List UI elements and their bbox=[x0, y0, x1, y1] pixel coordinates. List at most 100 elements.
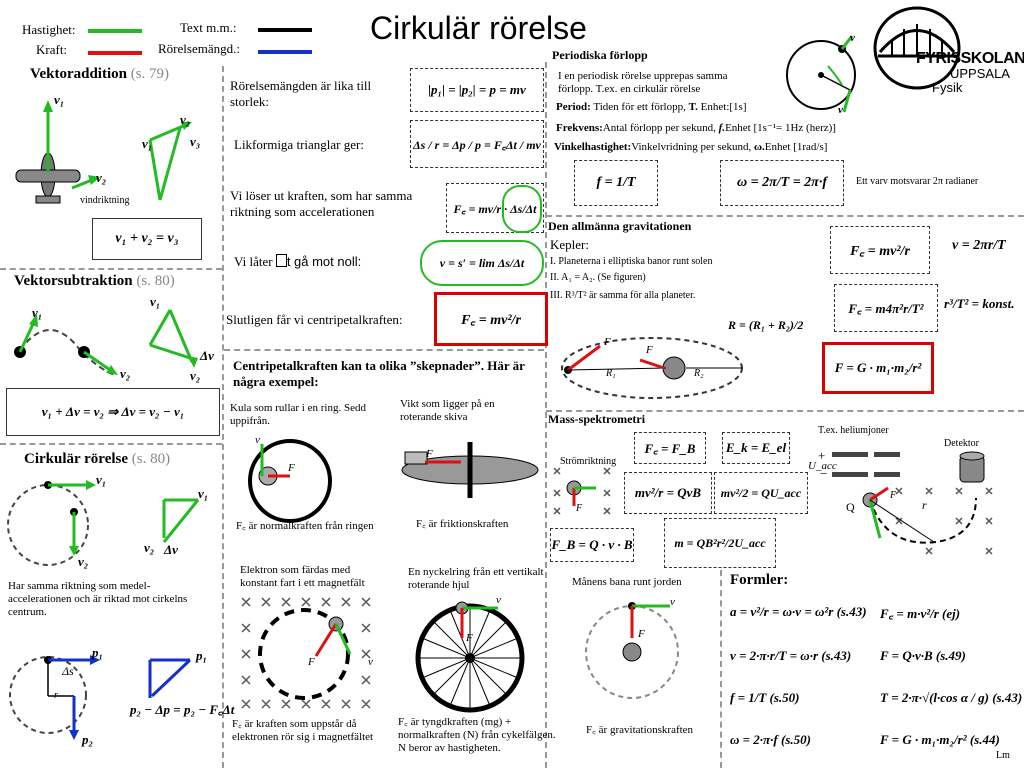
magnetic-field-figure bbox=[241, 597, 371, 709]
ex1-caption: F꜀ är normalkraften från ringen bbox=[236, 520, 374, 532]
final-text: Slutligen får vi centripetalkraften: bbox=[226, 312, 403, 327]
formula-item: v = 2·π·r/T = ω·r (s.43) bbox=[730, 648, 852, 663]
divider bbox=[222, 66, 224, 768]
ex3-v-label: v bbox=[368, 656, 373, 668]
v2-label: v₂ bbox=[190, 368, 201, 383]
spectrometer-figure bbox=[832, 451, 993, 555]
divider bbox=[546, 215, 1024, 217]
cirkular-figure bbox=[7, 480, 200, 740]
p1-label: p₁ bbox=[196, 648, 208, 663]
triangles-formula: Δs / r = Δp / p = F꜀Δt / mv bbox=[410, 120, 544, 168]
kepler-law3: III. R³/T² är samma för alla planeter. bbox=[550, 290, 696, 301]
v2-label: v₂ bbox=[144, 540, 155, 555]
gravitation-title: Den allmänna gravitationen bbox=[548, 219, 692, 233]
grav-f1: F꜀ = mv²/r bbox=[830, 226, 930, 274]
vektorsubtraktion-title: Vektorsubtraktion (s. 80) bbox=[14, 273, 175, 289]
formula-item: ω = 2·π·f (s.50) bbox=[730, 732, 811, 747]
v1-label: v₁ bbox=[198, 486, 209, 501]
legend-force-line bbox=[88, 51, 142, 55]
freq-row: Frekvens:Antal förlopp per sekund, f.Enh… bbox=[556, 122, 836, 134]
divider bbox=[720, 570, 722, 768]
formler-title: Formler: bbox=[730, 572, 789, 588]
r-label: r bbox=[922, 498, 927, 512]
formula-item: f = 1/T (s.50) bbox=[730, 690, 800, 705]
vektorsubtraktion-equation: v₁ + Δv = v₂ ⇒ Δv = v₂ − v₁ bbox=[6, 388, 220, 436]
current-figure bbox=[553, 467, 611, 515]
kepler-law1: I. Planeterna i elliptiska banor runt so… bbox=[550, 256, 713, 267]
mass-eq1: F꜀ = F_B bbox=[634, 432, 706, 464]
delta-symbol-box bbox=[275, 254, 287, 267]
legend-force-label: Kraft: bbox=[36, 42, 68, 57]
v1-label: v₁ bbox=[54, 92, 65, 107]
solve-text: Vi löser ut kraften, som har samma riktn… bbox=[230, 188, 413, 219]
v1-label: v₁ bbox=[32, 305, 43, 320]
current-label: Strömriktning bbox=[560, 456, 617, 467]
wheel-figure bbox=[415, 601, 525, 713]
vektorsubtraktion-figure bbox=[14, 309, 198, 376]
ex5-title: Månens bana runt jorden bbox=[572, 576, 682, 588]
ellipse-f-label: F bbox=[646, 344, 653, 356]
r2-label: R₂ bbox=[694, 368, 704, 379]
p1-label: p₁ bbox=[92, 645, 104, 660]
legend-speed-line bbox=[88, 29, 142, 33]
ex2-caption: F꜀ är friktionskraften bbox=[416, 518, 509, 530]
detector-label: Detektor bbox=[944, 438, 979, 449]
logo-line2: UPPSALA bbox=[950, 66, 1010, 81]
divider bbox=[545, 62, 547, 768]
vektoraddition-figure bbox=[15, 100, 192, 204]
ex2-f-label: F bbox=[426, 448, 433, 460]
ex5-v-label: v bbox=[670, 596, 675, 608]
formula-item: F = Q·v·B (s.49) bbox=[880, 648, 966, 663]
grav-k1: v = 2πr/T bbox=[952, 238, 1006, 253]
let-text: Vi låter t gå mot noll: bbox=[234, 254, 362, 269]
ex4-caption: F꜀ är tyngdkraften (mg) + normalkraften … bbox=[398, 716, 556, 754]
legend-text-label: Text m.m.: bbox=[180, 20, 237, 35]
v2-label: v₂ bbox=[78, 554, 89, 569]
periodiska-title: Periodiska förlopp bbox=[552, 48, 648, 62]
divider bbox=[224, 349, 544, 351]
r-formula: R = (R₁ + R₂)/2 bbox=[728, 318, 804, 332]
formula-item: F꜀ = m·v²/r (ej) bbox=[880, 606, 961, 621]
mass-eq3: F_B = Q · v · B bbox=[550, 528, 634, 562]
legend-speed-label: Hastighet: bbox=[22, 22, 76, 37]
ex1-title: Kula som rullar i en ring. Sedd uppifrån… bbox=[230, 402, 366, 427]
logo-line1: FYRISSKOLAN bbox=[916, 50, 1024, 67]
u-acc-label: U_acc bbox=[808, 460, 837, 472]
divider bbox=[0, 268, 222, 270]
legend-momentum-label: Rörelsemängd.: bbox=[158, 41, 240, 56]
grav-f2: F꜀ = m4π²r/T² bbox=[834, 284, 938, 332]
mass-eq4: E_k = E_el bbox=[722, 432, 790, 464]
r1-label: R₁ bbox=[606, 368, 616, 379]
turn-text: Ett varv motsvarar 2π radianer bbox=[856, 176, 979, 187]
ellipse-f-label: F bbox=[604, 336, 611, 348]
page-title: Cirkulär rörelse bbox=[370, 10, 587, 46]
ring-ball-figure bbox=[248, 439, 332, 523]
v2-label: v₂ bbox=[96, 170, 107, 185]
triangles-text: Likformiga trianglar ger: bbox=[234, 137, 364, 152]
f-formula: f = 1/T bbox=[574, 160, 658, 206]
ex3-f-label: F bbox=[308, 656, 315, 668]
periodic-v-label: v bbox=[838, 104, 843, 116]
ex3-caption: F꜀ är kraften som uppstår då elektronen … bbox=[232, 718, 374, 743]
v3-label: v₃ bbox=[190, 134, 201, 149]
v2-label: v₂ bbox=[120, 366, 131, 381]
ex4-title: En nyckelring från ett vertikalt roteran… bbox=[408, 566, 544, 591]
periodic-figure bbox=[786, 35, 856, 113]
bridge-emblem-icon bbox=[873, 6, 961, 90]
r-label: r bbox=[54, 690, 58, 701]
skepnader-title: Centripetalkraften kan ta olika ”skepnad… bbox=[233, 358, 525, 389]
mass-example-label: T.ex. heliumjoner bbox=[818, 425, 889, 436]
ex1-f-label: F bbox=[288, 462, 295, 474]
formula-item: F = G · m₁·m₂/r² (s.44) bbox=[880, 732, 1000, 747]
divider bbox=[0, 443, 222, 445]
divider bbox=[546, 410, 1024, 412]
kepler-law2: II. A₁ = A₂. (Se figuren) bbox=[550, 272, 646, 283]
w-formula: ω = 2π/T = 2π·f bbox=[720, 160, 844, 206]
plus-label: + bbox=[818, 448, 826, 463]
period-row: Period: Tiden för ett förlopp, T. Enhet:… bbox=[556, 101, 747, 113]
grav-k2: r³/T² = konst. bbox=[944, 296, 1015, 311]
vektoraddition-equation: v₁ + v₂ = v₃ bbox=[92, 218, 202, 260]
ex4-f-label: F bbox=[466, 632, 473, 644]
current-f-label: F bbox=[576, 503, 583, 514]
minus-label: − bbox=[820, 466, 828, 481]
